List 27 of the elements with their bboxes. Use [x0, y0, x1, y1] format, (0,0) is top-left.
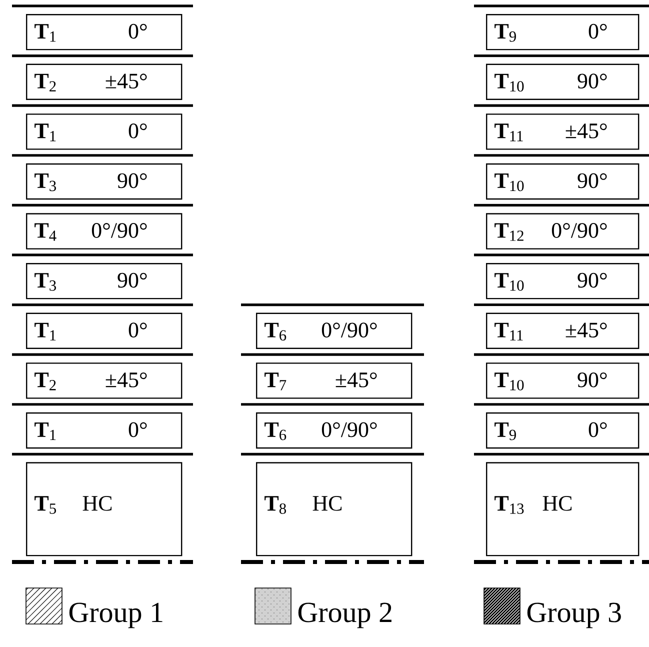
ply-box: T$_{3}$ 90°: [26, 163, 182, 200]
ply-box: T$_{11}$ ±45°: [486, 312, 640, 349]
ply-box: T$_{12}$ 0°/90°: [486, 213, 640, 250]
ply-box: T$_{10}$ 90°: [486, 362, 640, 399]
ply-box: T$_{9}$ 0°: [486, 412, 640, 449]
legend-label: Group 1: [69, 602, 162, 628]
ply-box: T$_{10}$ 90°: [486, 163, 640, 200]
ply-box: T$_{7}$ ±45°: [256, 362, 412, 399]
ply-box: T$_{1}$ 0°: [26, 412, 182, 449]
ply-box: T$_{6}$ 0°/90°: [256, 312, 412, 349]
ply-box: T$_{4}$ 0°/90°: [26, 213, 182, 250]
ply-box: T$_{11}$ ±45°: [486, 114, 640, 150]
legend-label: Group 3: [527, 602, 621, 628]
ply-box: T$_{10}$ 90°: [486, 64, 640, 100]
ply-box: T$_{2}$ ±45°: [26, 64, 182, 100]
core-box: T$_{13}$ HC: [486, 462, 640, 556]
ply-box: T$_{3}$ 90°: [26, 262, 182, 300]
core-box: T$_{5}$ HC: [26, 462, 182, 556]
ply-box: T$_{1}$ 0°: [26, 312, 182, 349]
core-box: T$_{8}$ HC: [256, 462, 412, 556]
legend-label: Group 2: [298, 602, 392, 628]
ply-box: T$_{9}$ 0°: [486, 14, 640, 50]
ply-box: T$_{1}$ 0°: [26, 14, 182, 50]
ply-box: T$_{2}$ ±45°: [26, 362, 182, 399]
ply-box: T$_{1}$ 0°: [26, 114, 182, 150]
ply-box: T$_{10}$ 90°: [486, 262, 640, 300]
ply-box: T$_{6}$ 0°/90°: [256, 412, 412, 449]
